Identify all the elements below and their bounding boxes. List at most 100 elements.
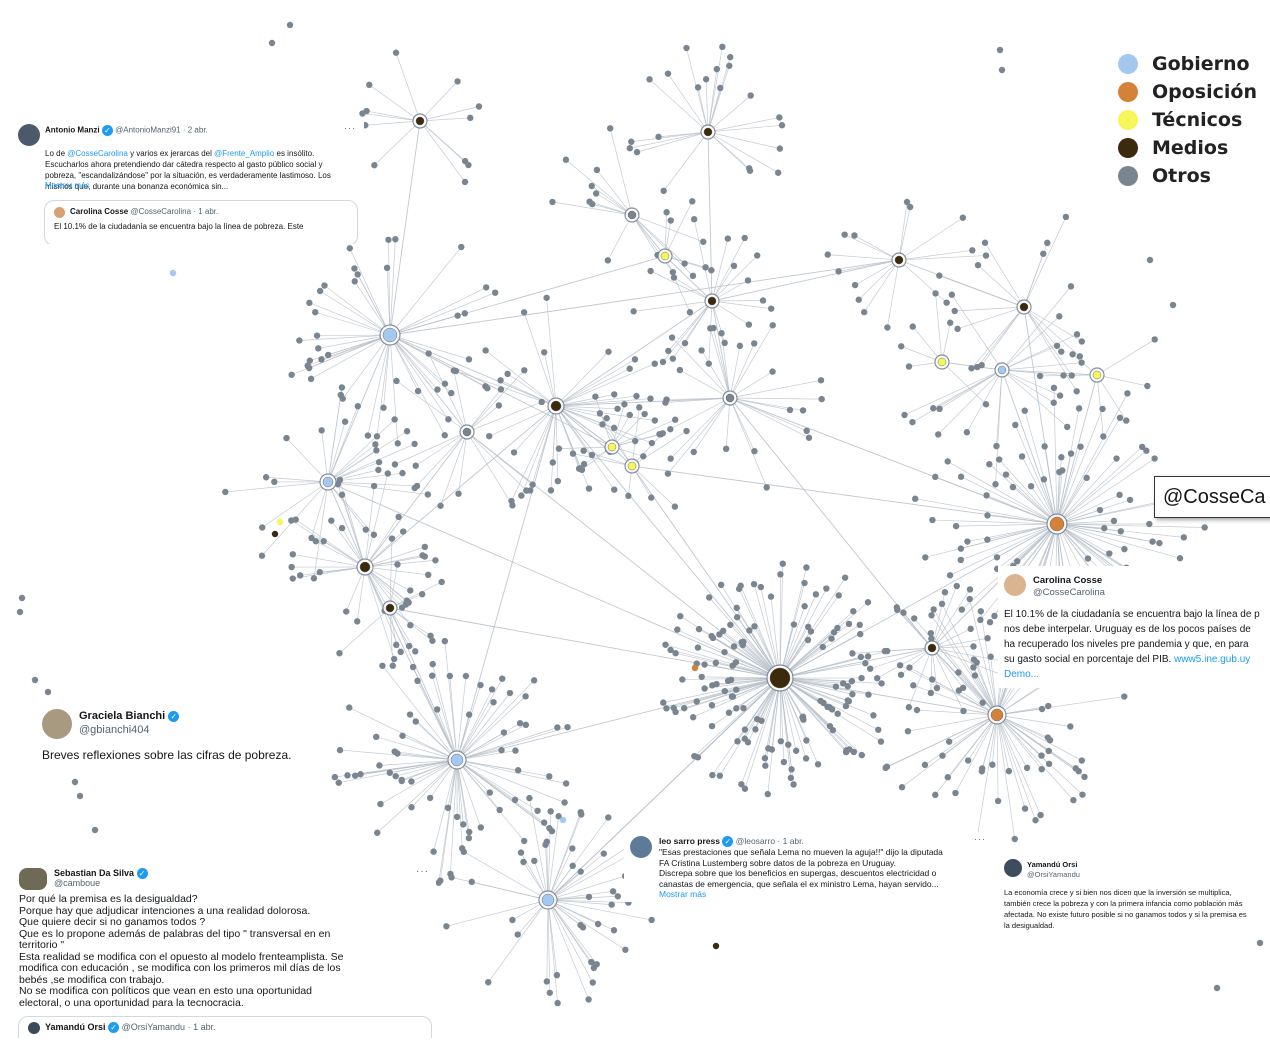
network-node [849,691,856,698]
network-node [671,503,679,510]
network-node [963,429,971,436]
tweet-author-handle[interactable]: @camboue [54,878,101,888]
more-options-icon[interactable]: ··· [344,123,356,133]
tweet-author-name[interactable]: Antonio Manzi [45,125,100,135]
tweet-card-orsi[interactable]: Yamandú Orsi @OrsiYamandu La economía cr… [1000,854,1270,938]
network-edge [931,523,1058,649]
network-edge [546,899,549,982]
mention-link[interactable]: @CosseCarolina [67,149,128,158]
quoted-tweet[interactable]: Yamandú Orsi ✓ @OrsiYamandu · 1 abr. [18,1016,432,1038]
network-node [689,198,696,205]
network-node [1156,539,1163,547]
network-node [986,619,994,626]
network-node [362,526,369,533]
network-edge [969,598,998,716]
network-node [497,377,504,384]
network-node [485,978,492,986]
quoted-tweet[interactable]: Carolina Cosse @CosseCarolina · 1 abr. E… [44,200,358,244]
tweet-author-name[interactable]: leo sarro press [659,836,720,846]
network-edge [649,79,709,133]
network-node [1256,939,1264,947]
show-more-link[interactable]: Mostrar más [45,181,90,190]
network-node [306,299,313,307]
tweet-line: modifica con educación , se modifica con… [19,962,341,974]
network-node [1076,353,1083,360]
network-node [983,492,990,499]
tweet-card-sarro[interactable]: leo sarro press ✓ @leosarro · 1 abr. ···… [624,832,992,902]
network-edge [327,469,379,483]
show-more-link[interactable]: Demo... [1004,669,1040,680]
network-node [851,232,858,239]
network-node [1146,520,1153,528]
legend-label: Oposición [1152,81,1257,103]
tweet-date[interactable]: · 2 abr. [182,125,208,135]
network-edge [981,714,998,772]
tweet-author-handle[interactable]: @CosseCarolina [1033,587,1105,598]
network-node [761,755,769,762]
network-edge [779,677,874,716]
network-node [779,560,786,567]
network-node [621,401,628,408]
network-edge [364,516,399,568]
network-node [543,294,550,301]
more-options-icon[interactable]: ··· [974,834,986,844]
network-edge [456,405,557,761]
network-node [799,714,806,721]
network-node [1073,388,1080,395]
network-node [297,572,304,579]
tweet-card-cosse[interactable]: Carolina Cosse @CosseCarolina El 10.1% d… [998,566,1270,688]
network-edge [1096,374,1127,421]
quoted-author-name: Yamandú Orsi [45,1022,106,1032]
network-node [708,267,715,274]
network-node [605,814,612,821]
tweet-line: La economía crece y si bien nos dicen qu… [1004,888,1232,897]
network-node [655,133,662,141]
avatar [19,868,47,890]
tweet-date[interactable]: · 1 abr. [777,836,804,846]
tweet-card-manzi[interactable]: Antonio Manzi ✓ @AntonioManzi91 · 2 abr.… [12,118,364,244]
network-node [600,850,607,857]
network-edge [364,566,395,660]
network-edge [671,337,731,399]
avatar [1004,574,1026,596]
network-node [383,264,391,272]
network-node [708,722,716,730]
tweet-author-name[interactable]: Graciela Bianchi [79,710,166,722]
network-node [647,395,654,402]
network-node [875,726,882,733]
network-edge [389,334,446,384]
tweet-line: Que quiere decir si no ganamos todos ? [19,916,206,928]
verified-badge-icon: ✓ [168,710,180,722]
tweet-author-name[interactable]: Yamandú Orsi [1027,860,1078,869]
network-node [664,70,672,77]
tweet-author-name[interactable]: Carolina Cosse [1033,575,1103,586]
tweet-author-handle[interactable]: @AntonioManzi91 [115,125,181,135]
tweet-author-handle[interactable]: @leosarro [735,836,776,846]
tweet-author-handle[interactable]: @OrsiYamandu [1027,870,1080,879]
network-node [701,661,708,668]
tweet-card-dasilva[interactable]: Sebastian Da Silva ✓ @camboue ··· Por qu… [12,862,436,1038]
show-more-link[interactable]: Mostrar más [659,889,707,899]
network-edge [389,607,431,637]
network-node [718,330,725,337]
tweet-author-handle[interactable]: @gbianchi404 [79,724,150,736]
network-edge [456,759,464,825]
tweet-card-bianchi[interactable]: Graciela Bianchi ✓ @gbianchi404 Breves r… [36,700,336,772]
more-options-icon[interactable]: ··· [416,866,429,877]
network-node [351,772,359,779]
network-node [819,643,827,651]
mention-link[interactable]: @Frente_Amplio [214,149,275,158]
network-edge [456,759,525,842]
network-node [724,235,732,242]
network-node [804,623,812,631]
network-node [882,764,889,772]
network-edge [977,264,1025,308]
url-link[interactable]: www5.ine.gub.uy [1174,654,1251,665]
network-edge [899,664,998,716]
network-node [394,750,401,757]
network-node [554,999,561,1007]
network-node [973,659,980,666]
network-node [538,398,545,406]
tweet-author-name[interactable]: Sebastian Da Silva [54,868,135,878]
network-hub-node [1019,302,1029,312]
